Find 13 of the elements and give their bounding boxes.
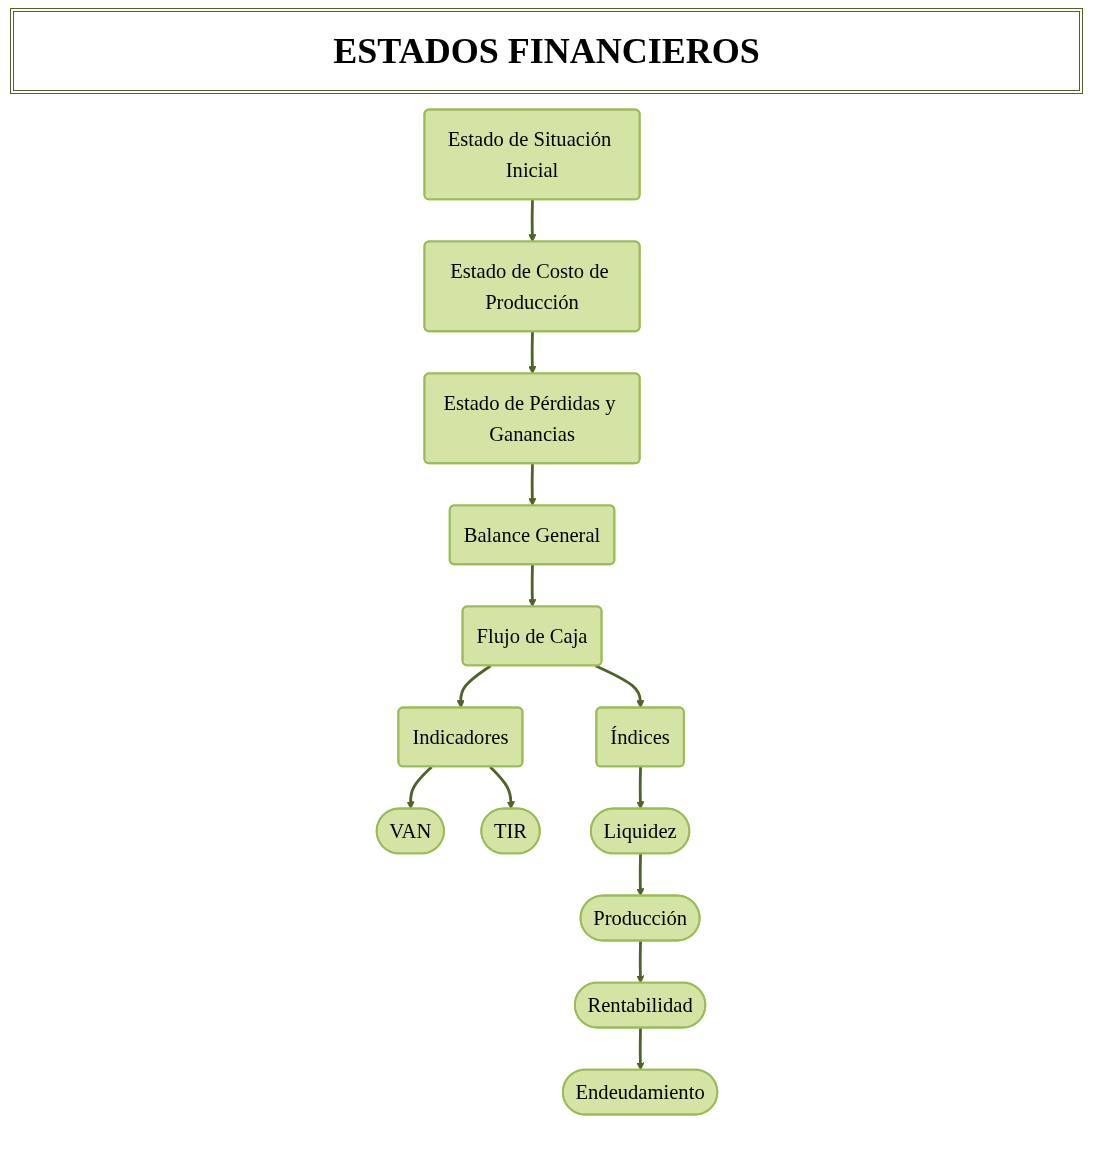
- arrow: [635, 766, 644, 810]
- arrow: [527, 331, 536, 375]
- arrow: [594, 664, 644, 709]
- title: ESTADOS FINANCIEROS: [10, 8, 1083, 94]
- arrow: [635, 853, 644, 897]
- arrow: [527, 564, 536, 608]
- arrow: [635, 940, 644, 984]
- arrow: [527, 463, 536, 507]
- arrow: [406, 765, 433, 810]
- arrow: [488, 765, 515, 810]
- arrow: [635, 1027, 644, 1071]
- arrow: [527, 199, 536, 243]
- arrow: [456, 664, 491, 709]
